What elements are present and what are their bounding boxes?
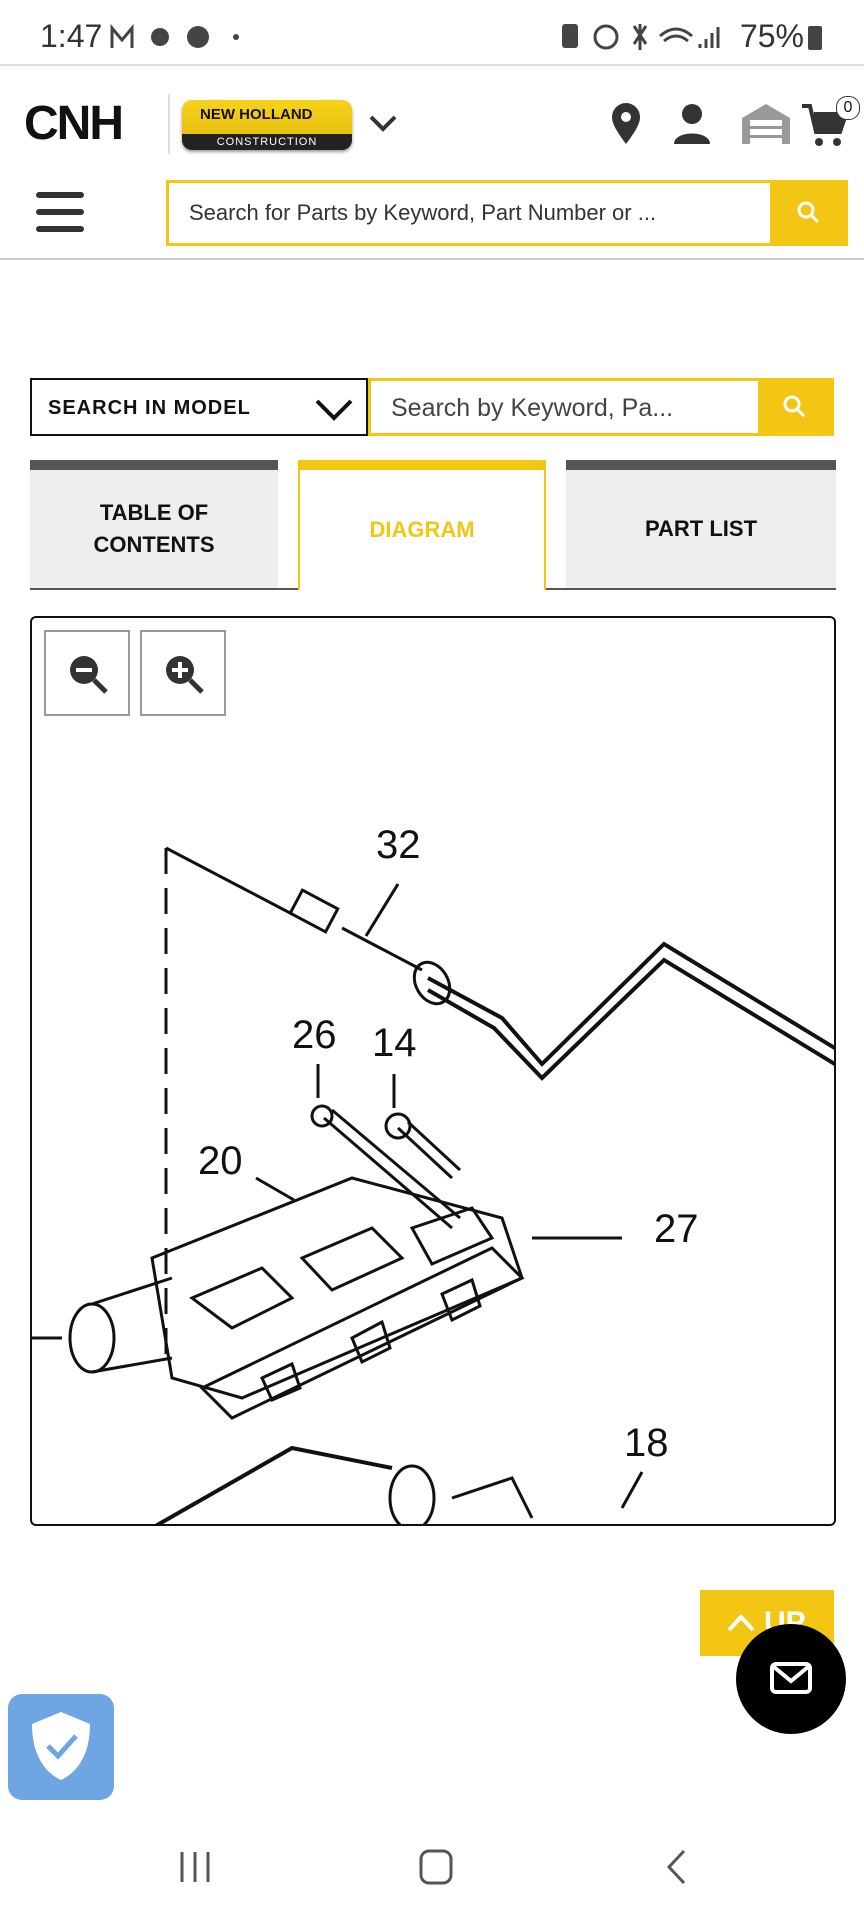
tab-underline (30, 588, 298, 590)
zoom-in-icon (166, 656, 204, 694)
model-keyword-input[interactable]: Search by Keyword, Pa... (391, 394, 674, 422)
contact-chat-button[interactable] (736, 1624, 846, 1734)
system-nav-bar (0, 1820, 864, 1920)
brand-sub: CONSTRUCTION (182, 134, 352, 150)
brand-name: NEW HOLLAND (200, 106, 313, 123)
back-icon[interactable] (664, 1848, 688, 1886)
user-icon[interactable] (672, 102, 712, 146)
menu-icon[interactable] (36, 192, 84, 232)
callout-18[interactable]: 18 (624, 1421, 669, 1465)
garage-icon[interactable] (740, 102, 792, 146)
system-status-icons (562, 24, 720, 50)
tab-underline (546, 588, 836, 590)
tab-table-of-contents[interactable]: TABLE OF CONTENTS (30, 460, 278, 590)
tab-label: PART LIST (644, 516, 758, 541)
status-time: 1:47 (40, 18, 103, 54)
callout-32[interactable]: 32 (376, 823, 421, 867)
search-in-model-dropdown[interactable]: SEARCH IN MODEL (30, 378, 368, 436)
model-search-button[interactable] (758, 378, 834, 436)
battery-icon (808, 26, 822, 50)
tab-part-list[interactable]: PART LIST (566, 460, 836, 590)
notification-icons (110, 23, 239, 48)
cart-count-badge: 0 (836, 96, 860, 120)
site-search[interactable]: Search for Parts by Keyword, Part Number… (166, 180, 848, 246)
status-bar: 1:47 75% (0, 0, 864, 64)
tab-label: DIAGRAM (369, 517, 475, 542)
battery-level: 75% (739, 18, 804, 54)
mail-icon (770, 1662, 812, 1694)
site-search-input[interactable]: Search for Parts by Keyword, Part Number… (189, 200, 657, 225)
exploded-parts-drawing: 32 26 14 20 27 18 (32, 823, 834, 1524)
shield-check-icon (32, 1712, 90, 1780)
parts-diagram[interactable]: 32 26 14 20 27 18 (30, 616, 836, 1526)
zoom-out-button[interactable] (44, 630, 130, 716)
home-icon[interactable] (418, 1848, 454, 1886)
tab-diagram[interactable]: DIAGRAM (298, 460, 546, 590)
search-icon (797, 201, 820, 224)
brand-selector[interactable]: NEW HOLLAND CONSTRUCTION (182, 100, 352, 150)
model-keyword-search[interactable]: Search by Keyword, Pa... (368, 378, 834, 436)
callout-26[interactable]: 26 (292, 1013, 337, 1057)
cnh-logo[interactable]: CNH (24, 97, 124, 150)
header-divider (168, 94, 170, 154)
site-header: CNH NEW HOLLAND CONSTRUCTION 0 Search fo… (0, 64, 864, 260)
recent-apps-icon[interactable] (178, 1850, 212, 1884)
callout-14[interactable]: 14 (372, 1021, 417, 1065)
callout-20[interactable]: 20 (198, 1139, 243, 1183)
zoom-out-icon (70, 656, 108, 694)
location-pin-icon[interactable] (610, 102, 642, 146)
search-icon (783, 395, 806, 418)
tab-label: TABLE OF (99, 500, 209, 525)
privacy-shield-widget[interactable] (8, 1694, 114, 1800)
chevron-up-icon (727, 1614, 755, 1632)
search-in-model-label: SEARCH IN MODEL (48, 397, 251, 419)
chevron-down-icon[interactable] (368, 114, 398, 134)
site-search-button[interactable] (770, 180, 848, 246)
zoom-in-button[interactable] (140, 630, 226, 716)
chevron-down-icon (315, 399, 353, 421)
callout-27[interactable]: 27 (654, 1207, 699, 1251)
tab-label: CONTENTS (93, 532, 215, 557)
